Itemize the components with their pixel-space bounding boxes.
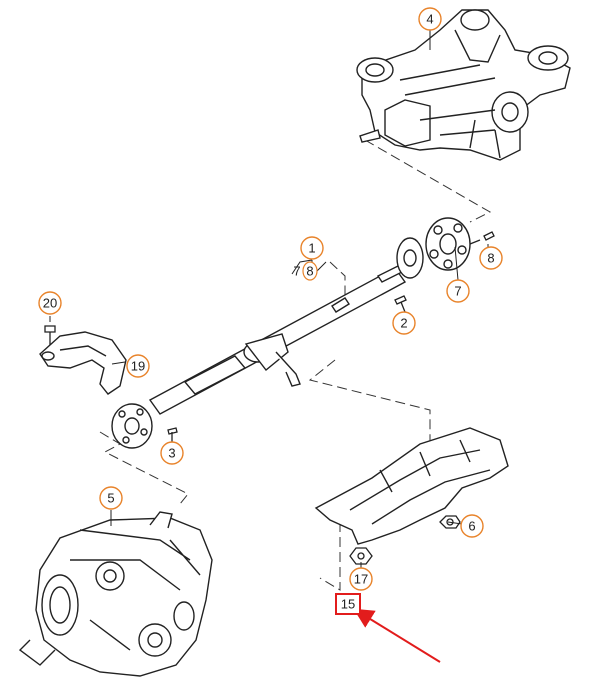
callout-labels: 4 1 8 7 2 20 19 3 5 6 17 bbox=[43, 12, 495, 587]
heat-shield-small bbox=[39, 331, 127, 395]
inline-circle-eight bbox=[302, 261, 318, 281]
gearbox bbox=[18, 511, 213, 677]
callout-circle-3 bbox=[160, 441, 184, 465]
callout-label-6: 6 bbox=[468, 519, 475, 534]
callout-label-5: 5 bbox=[107, 491, 114, 506]
propeller-shaft bbox=[148, 265, 407, 415]
callout-circle-6 bbox=[460, 514, 484, 538]
callout-circles bbox=[38, 7, 503, 591]
flex-joint-front bbox=[396, 237, 424, 279]
highlight-box bbox=[335, 593, 361, 615]
inline-label-eight: 8 bbox=[306, 264, 313, 279]
callout-circle-5 bbox=[99, 486, 123, 510]
flex-disc bbox=[425, 217, 471, 271]
callout-label-1: 1 bbox=[308, 241, 315, 256]
callout-label-17: 17 bbox=[354, 572, 368, 587]
callout-label-20: 20 bbox=[43, 296, 57, 311]
inline-sub-labels: 7 8 bbox=[293, 261, 318, 281]
callout-circle-19 bbox=[126, 354, 150, 378]
callout-label-3: 3 bbox=[168, 446, 175, 461]
callout-circle-4 bbox=[418, 7, 442, 31]
callout-label-8: 8 bbox=[487, 251, 494, 266]
callout-label-2: 2 bbox=[400, 316, 407, 331]
callout-label-7: 7 bbox=[454, 284, 461, 299]
inline-label-seven: 7 bbox=[293, 264, 300, 279]
heat-shield-large bbox=[314, 427, 509, 545]
callout-label-4: 4 bbox=[426, 12, 433, 27]
callout-circle-17 bbox=[349, 567, 373, 591]
highlight-label: 15 bbox=[341, 597, 355, 612]
flex-coupling-rear bbox=[111, 403, 153, 449]
highlight-arrow bbox=[353, 608, 441, 663]
callout-label-19: 19 bbox=[131, 359, 145, 374]
callout-circle-20 bbox=[38, 291, 62, 315]
callout-circle-7 bbox=[446, 279, 470, 303]
callout-circle-8 bbox=[479, 246, 503, 270]
callout-circle-1 bbox=[300, 236, 324, 260]
highlighted-part-callout: 15 bbox=[335, 593, 361, 615]
rear-final-drive bbox=[356, 9, 571, 161]
callout-circle-2 bbox=[392, 311, 416, 335]
